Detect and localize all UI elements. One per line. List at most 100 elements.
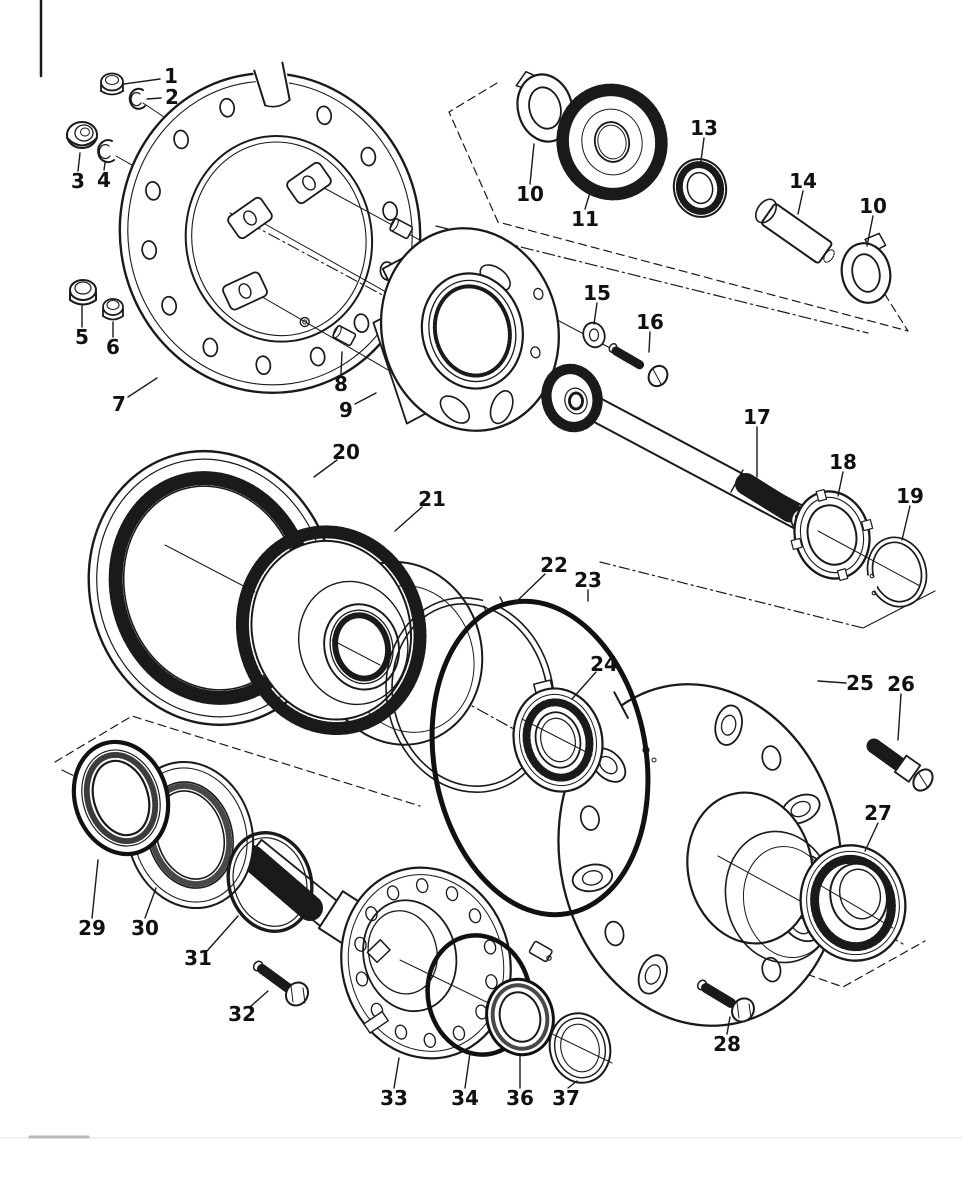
part-label-8: 8 (334, 372, 348, 396)
leader-line-25-24 (817, 680, 847, 684)
leader-line-19-18 (901, 505, 911, 541)
leader-line-31-30 (206, 915, 239, 952)
part-5-nut (69, 279, 97, 306)
part-label-14: 14 (789, 169, 817, 193)
leader-line-10-13 (866, 215, 874, 247)
leader-line-29-28 (91, 859, 99, 919)
part-label-7: 7 (112, 392, 126, 416)
leader-line-24-23 (571, 671, 597, 700)
part-23-o-ring (429, 598, 651, 918)
part-label-31: 31 (184, 946, 212, 970)
part-26-wheel-stud (866, 738, 934, 792)
part-label-1: 1 (164, 64, 178, 88)
part-label-17: 17 (743, 405, 771, 429)
axis-through-bearing-27 (817, 883, 894, 929)
part-label-29: 29 (78, 916, 106, 940)
part-label-24: 24 (590, 652, 618, 676)
part-label-26: 26 (887, 672, 915, 696)
part-37-ring (548, 1012, 612, 1084)
leader-line-15-14 (593, 302, 598, 325)
leader-line-26-25 (897, 693, 902, 741)
leader-line-32-31 (249, 990, 269, 1008)
part-label-4: 4 (97, 168, 111, 192)
axis-in-gear-hub (331, 639, 381, 666)
part-8-pin (332, 325, 357, 347)
part-33-axle-flange (317, 866, 512, 1060)
part-9-planet-carrier (372, 227, 560, 432)
part-16-bolt (608, 343, 669, 388)
part-label-13: 13 (690, 116, 718, 140)
part-28-bolt (696, 979, 755, 1023)
part-label-28: 28 (713, 1032, 741, 1056)
leader-line-22-21 (514, 573, 546, 604)
small-roller-pin (528, 940, 553, 963)
part-18-lock-nut (790, 488, 874, 582)
part-label-16: 16 (636, 310, 664, 334)
part-label-18: 18 (829, 450, 857, 474)
part-label-10: 10 (516, 182, 544, 206)
part-22-snap-ring (385, 591, 555, 793)
part-label-6: 6 (106, 335, 120, 359)
leader-line-8-7 (340, 351, 343, 375)
part-label-33: 33 (380, 1086, 408, 1110)
leader-line-4-3 (103, 162, 106, 171)
part-27-taper-bearing (799, 844, 907, 962)
part-3-plug (66, 121, 98, 149)
part-17-sun-gear-shaft (541, 363, 808, 530)
part-1-nut (100, 72, 124, 96)
part-label-32: 32 (228, 1002, 256, 1026)
leader-line-14-12 (797, 190, 804, 215)
leader-line-37-35 (567, 1080, 578, 1089)
part-32-bolt (252, 960, 310, 1007)
leader-line-3-2 (77, 152, 81, 172)
part-15-washer (582, 321, 606, 349)
part-14-planet-pin (754, 198, 835, 264)
leader-line-16-15 (648, 331, 651, 353)
leader-line-30-29 (144, 887, 157, 919)
part-label-36: 36 (506, 1086, 534, 1110)
leader-line-20-19 (313, 459, 338, 478)
part-label-11: 11 (571, 207, 599, 231)
leader-line-18-17 (837, 471, 844, 497)
part-8-pin-upper (389, 218, 414, 240)
leader-line-21-20 (394, 506, 423, 532)
part-10-thrust-washer-right (840, 232, 892, 304)
part-label-10: 10 (859, 194, 887, 218)
leader-line-11-10 (584, 185, 593, 210)
part-label-20: 20 (332, 440, 360, 464)
leader-line-9-8 (354, 392, 377, 405)
leader-line-1-0 (123, 78, 161, 85)
part-label-9: 9 (339, 398, 353, 422)
part-31-o-ring (226, 831, 314, 933)
part-label-2: 2 (165, 85, 179, 109)
part-label-23: 23 (574, 568, 602, 592)
part-19-snap-ring (860, 536, 928, 608)
part-label-34: 34 (451, 1086, 479, 1110)
part-label-37: 37 (552, 1086, 580, 1110)
axis-through-bearing-24 (521, 718, 593, 756)
part-36-seal (485, 977, 555, 1057)
part-label-22: 22 (540, 553, 568, 577)
carrier-posts (222, 161, 332, 311)
part-29-seal (71, 739, 171, 857)
leader-line-10-9 (529, 143, 535, 185)
part-6-nut (102, 298, 124, 321)
leader-line-34-33 (464, 1052, 471, 1089)
part-33-axle-shaft-splines (239, 838, 341, 928)
part-label-21: 21 (418, 487, 446, 511)
part-label-27: 27 (864, 801, 892, 825)
part-label-5: 5 (75, 325, 89, 349)
shaft-axis-through-rings (817, 530, 921, 587)
part-11-planet-gear (556, 83, 668, 201)
part-24-ball-bearing (512, 679, 604, 793)
part-label-3: 3 (71, 169, 85, 193)
part-13-needle-bearing (672, 158, 728, 218)
part-label-15: 15 (583, 281, 611, 305)
part-21-gear-hub (235, 525, 484, 746)
part-label-30: 30 (131, 916, 159, 940)
axis-in-ring-gear (164, 544, 256, 593)
leader-line-33-32 (393, 1057, 400, 1089)
